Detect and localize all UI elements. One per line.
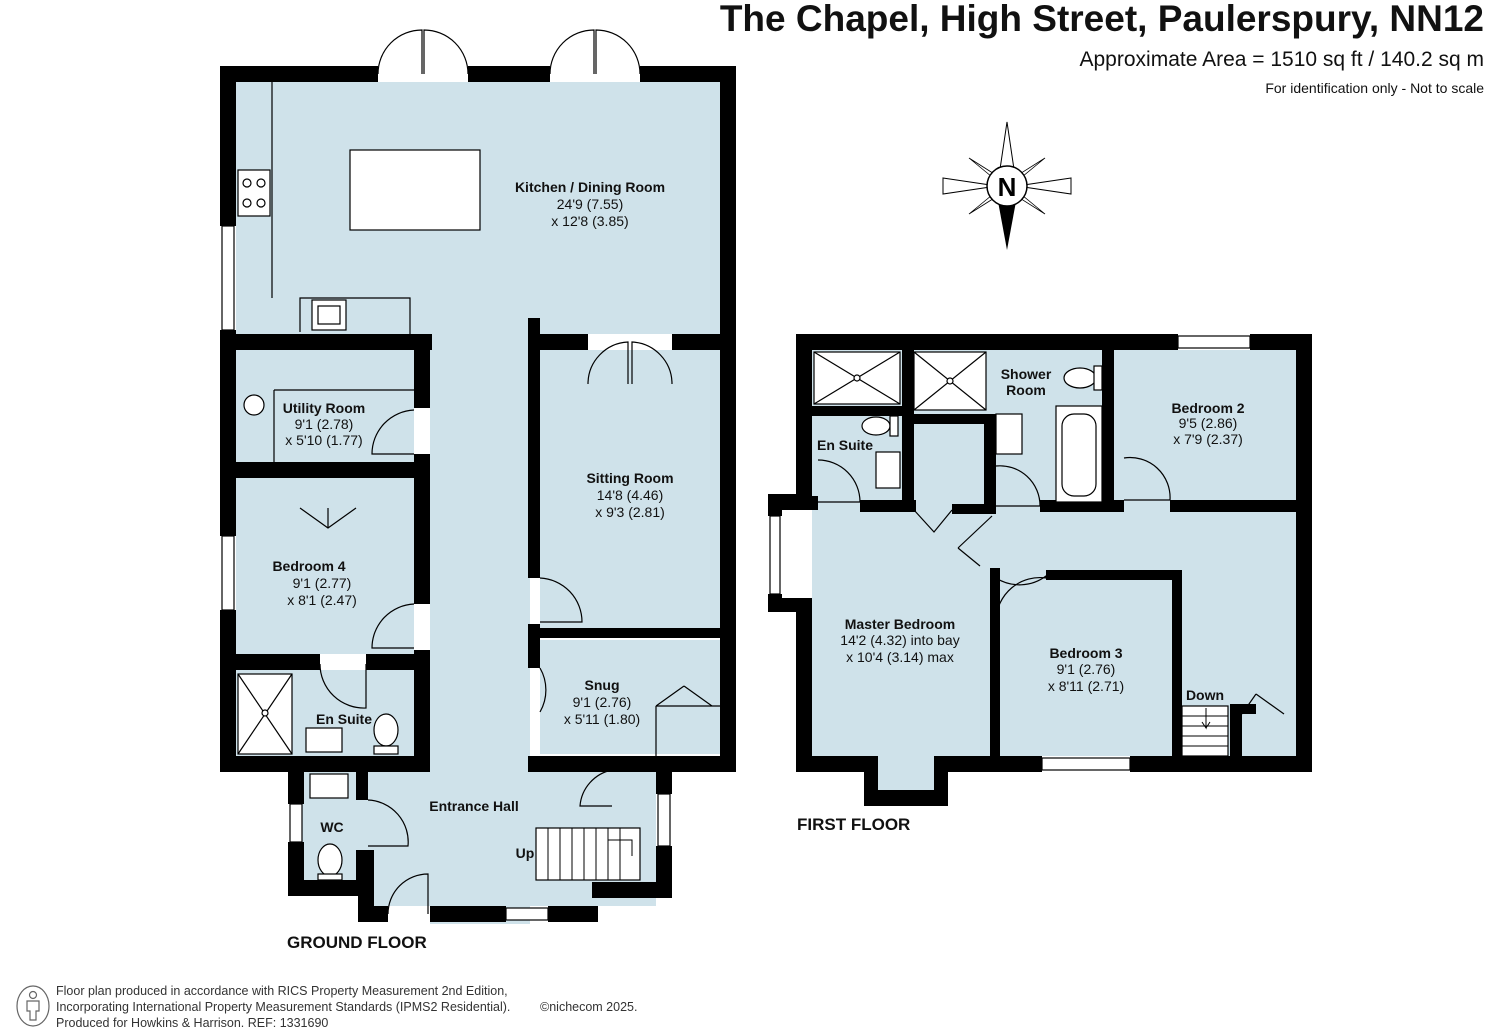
stairs-down-label: Down bbox=[1186, 687, 1224, 703]
bedroom2-dim1: 9'5 (2.86) bbox=[1179, 415, 1238, 431]
bedroom4-dim1: 9'1 (2.77) bbox=[293, 575, 352, 591]
footer-line-2: Incorporating International Property Mea… bbox=[56, 1000, 511, 1014]
first-floor-plan bbox=[768, 334, 1312, 806]
master-bedroom-name: Master Bedroom bbox=[845, 616, 955, 632]
ground-floor-label: GROUND FLOOR bbox=[287, 933, 427, 952]
utility-dim2: x 5'10 (1.77) bbox=[285, 432, 362, 448]
person-icon bbox=[16, 985, 50, 1027]
first-floor-label: FIRST FLOOR bbox=[797, 815, 910, 834]
utility-name: Utility Room bbox=[283, 400, 365, 416]
kitchen-dim2: x 12'8 (3.85) bbox=[551, 213, 628, 229]
kitchen-name: Kitchen / Dining Room bbox=[515, 179, 665, 195]
footer-line-1: Floor plan produced in accordance with R… bbox=[56, 984, 508, 998]
utility-dim1: 9'1 (2.78) bbox=[295, 416, 354, 432]
wc-name: WC bbox=[320, 819, 343, 835]
stairs-up-label: Up bbox=[516, 845, 535, 861]
room-labels: Kitchen / Dining Room 24'9 (7.55) x 12'8… bbox=[272, 179, 1244, 861]
bedroom3-name: Bedroom 3 bbox=[1049, 645, 1122, 661]
sitting-name: Sitting Room bbox=[586, 470, 673, 486]
disclaimer-note: For identification only - Not to scale bbox=[1265, 80, 1484, 96]
approximate-area: Approximate Area = 1510 sq ft / 140.2 sq… bbox=[1079, 48, 1485, 71]
footer-line-3: Produced for Howkins & Harrison. REF: 13… bbox=[56, 1016, 329, 1030]
bedroom4-name: Bedroom 4 bbox=[272, 558, 345, 574]
master-bedroom-dim1: 14'2 (4.32) into bay bbox=[840, 632, 959, 648]
bedroom4-dim2: x 8'1 (2.47) bbox=[287, 592, 357, 608]
ensuite-first-name: En Suite bbox=[817, 437, 873, 453]
sitting-dim1: 14'8 (4.46) bbox=[597, 487, 664, 503]
bedroom3-dim2: x 8'11 (2.71) bbox=[1048, 678, 1124, 694]
snug-name: Snug bbox=[585, 677, 620, 693]
ensuite-ground-name: En Suite bbox=[316, 711, 372, 727]
snug-dim2: x 5'11 (1.80) bbox=[564, 711, 640, 727]
bedroom3-dim1: 9'1 (2.76) bbox=[1057, 661, 1116, 677]
shower-room-name-2: Room bbox=[1006, 382, 1046, 398]
master-bedroom-dim2: x 10'4 (3.14) max bbox=[846, 649, 954, 665]
page-title: The Chapel, High Street, Paulerspury, NN… bbox=[719, 0, 1484, 39]
bedroom2-dim2: x 7'9 (2.37) bbox=[1173, 431, 1243, 447]
bedroom2-name: Bedroom 2 bbox=[1171, 400, 1244, 416]
shower-room-name-1: Shower bbox=[1001, 366, 1052, 382]
sitting-dim2: x 9'3 (2.81) bbox=[595, 504, 665, 520]
snug-dim1: 9'1 (2.76) bbox=[573, 694, 632, 710]
footer-copyright: ©nichecom 2025. bbox=[540, 1000, 638, 1014]
compass-icon: N bbox=[942, 121, 1072, 250]
footer-text: Floor plan produced in accordance with R… bbox=[56, 983, 637, 1031]
entrance-hall-name: Entrance Hall bbox=[429, 798, 518, 814]
kitchen-dim1: 24'9 (7.55) bbox=[557, 196, 624, 212]
ground-floor-plan bbox=[220, 29, 736, 924]
compass-north-label: N bbox=[998, 172, 1017, 202]
